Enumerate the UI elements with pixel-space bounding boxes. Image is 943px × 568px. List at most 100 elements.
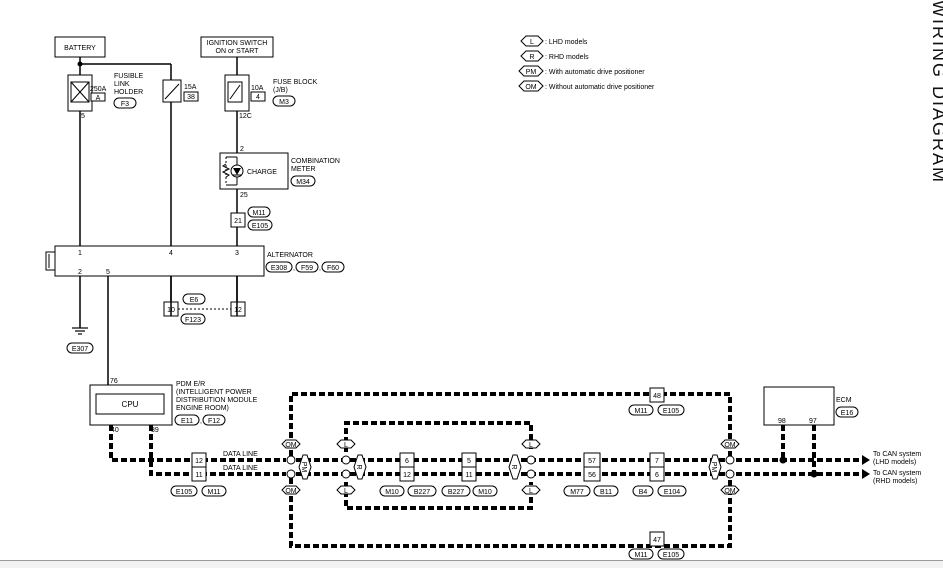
svg-text:DATA LINE: DATA LINE <box>223 451 258 458</box>
legend-lhd: L : LHD models <box>520 35 588 47</box>
can-bus-lines <box>109 392 862 548</box>
svg-text:FUSIBLE: FUSIBLE <box>114 73 144 80</box>
svg-text:DATA LINE: DATA LINE <box>223 465 258 472</box>
ecm: ECM E16 98 97 <box>763 386 859 426</box>
can-labels: To CAN system (LHD models) To CAN system… <box>873 451 921 485</box>
battery-box: BATTERY <box>54 36 106 58</box>
svg-text:(INTELLIGENT POWER: (INTELLIGENT POWER <box>176 389 252 396</box>
svg-text:40: 40 <box>111 427 119 434</box>
svg-text:HOLDER: HOLDER <box>114 89 143 96</box>
svg-text:CPU: CPU <box>122 400 139 409</box>
svg-text:57: 57 <box>588 458 596 465</box>
svg-text:,: , <box>319 265 321 272</box>
fuse-block: 10A 4 FUSE BLOCK (J/B) M3 12C <box>224 74 318 120</box>
svg-text:: With automatic drive positio: : With automatic drive positioner <box>545 69 645 76</box>
svg-text:M11: M11 <box>252 210 265 217</box>
svg-text:ENGINE ROOM): ENGINE ROOM) <box>176 405 229 412</box>
svg-text:PM: PM <box>526 69 537 76</box>
legend-om: OM : Without automatic drive positioner <box>518 80 655 92</box>
svg-text:10A: 10A <box>251 85 264 92</box>
svg-text:ON or START: ON or START <box>216 48 260 55</box>
svg-text:L: L <box>344 488 348 495</box>
svg-text:OM: OM <box>724 442 735 449</box>
connector-e6: 10 12 E6 F123 <box>163 293 246 325</box>
svg-text:PDM E/R: PDM E/R <box>176 381 205 388</box>
svg-text:L: L <box>529 442 533 449</box>
svg-text:48: 48 <box>653 393 661 400</box>
svg-text:CHARGE: CHARGE <box>247 169 277 176</box>
svg-text:25: 25 <box>240 192 248 199</box>
svg-text:2: 2 <box>240 146 244 153</box>
status-strip <box>0 560 943 568</box>
svg-text:E11: E11 <box>181 418 193 425</box>
svg-text:4: 4 <box>256 94 260 101</box>
svg-text:L: L <box>530 39 534 46</box>
svg-text:56: 56 <box>588 472 596 479</box>
svg-text:E6: E6 <box>190 297 199 304</box>
svg-text:(J/B): (J/B) <box>273 87 288 94</box>
svg-text:: RHD models: : RHD models <box>545 54 589 61</box>
svg-text:7: 7 <box>655 458 659 465</box>
svg-text:F59: F59 <box>301 265 313 272</box>
svg-text:4: 4 <box>169 250 173 257</box>
svg-text:3: 3 <box>235 250 239 257</box>
svg-text:M77: M77 <box>570 489 584 496</box>
ground-symbol: E307 <box>66 327 94 354</box>
svg-text:98: 98 <box>778 418 786 425</box>
side-title-text: WIRING DIAGRAM <box>929 0 943 184</box>
svg-text:M10: M10 <box>385 489 399 496</box>
svg-text:12: 12 <box>403 472 411 479</box>
svg-text:(LHD models): (LHD models) <box>873 459 916 466</box>
svg-text:76: 76 <box>110 378 118 385</box>
svg-text:E308: E308 <box>271 265 287 272</box>
page-side-title: WIRING DIAGRAM <box>929 0 943 330</box>
svg-text:R: R <box>529 54 534 61</box>
legend-pm: PM : With automatic drive positioner <box>518 65 645 77</box>
connector-21: 21 M11 E105 <box>230 206 273 231</box>
svg-text:M34: M34 <box>296 179 310 186</box>
legend: L : LHD models R : RHD models PM : With … <box>518 35 655 92</box>
svg-text:(RHD models): (RHD models) <box>873 478 917 485</box>
svg-text:M10: M10 <box>478 489 492 496</box>
svg-text:11: 11 <box>465 472 472 479</box>
switch-markers: PM R R PM <box>298 454 722 480</box>
legend-rhd: R : RHD models <box>520 50 589 62</box>
svg-text:15A: 15A <box>184 84 197 91</box>
svg-text:METER: METER <box>291 166 316 173</box>
svg-text:5: 5 <box>106 269 110 276</box>
svg-text:5: 5 <box>81 113 85 120</box>
svg-text:E105: E105 <box>252 223 268 230</box>
pdm-er: 76 CPU 40 39 PDM E/R (INTELLIGENT POWER … <box>89 378 258 434</box>
svg-text:E16: E16 <box>841 410 854 417</box>
svg-text:12C: 12C <box>239 113 252 120</box>
svg-text:21: 21 <box>234 218 242 225</box>
svg-text:L: L <box>529 488 533 495</box>
svg-text:5: 5 <box>467 458 471 465</box>
svg-text:39: 39 <box>151 427 159 434</box>
combination-meter: 2 CHARGE COMBINATION METER M34 25 <box>219 146 340 199</box>
svg-text:E105: E105 <box>176 489 192 496</box>
svg-text:ALTERNATOR: ALTERNATOR <box>267 252 313 259</box>
svg-text:11: 11 <box>195 472 202 479</box>
svg-text:,: , <box>293 265 295 272</box>
svg-text:97: 97 <box>809 418 817 425</box>
svg-text:ECM: ECM <box>836 397 852 404</box>
svg-text:FUSE BLOCK: FUSE BLOCK <box>273 79 318 86</box>
svg-text:L: L <box>344 442 348 449</box>
svg-text:E105: E105 <box>663 552 679 559</box>
svg-text:M11: M11 <box>634 408 647 415</box>
svg-text:M3: M3 <box>279 99 289 106</box>
svg-text:1: 1 <box>78 250 82 257</box>
svg-text:A: A <box>96 95 101 102</box>
svg-text:E104: E104 <box>664 489 680 496</box>
svg-text:F12: F12 <box>208 418 220 425</box>
svg-text:BATTERY: BATTERY <box>64 45 96 52</box>
svg-text:PM: PM <box>710 462 717 473</box>
svg-text:IGNITION SWITCH: IGNITION SWITCH <box>207 40 268 47</box>
svg-text:6: 6 <box>405 458 409 465</box>
svg-text:B227: B227 <box>448 489 464 496</box>
fuse-15a: 15A 38 <box>162 79 199 103</box>
svg-text:: LHD models: : LHD models <box>545 39 588 46</box>
svg-text:2: 2 <box>78 269 82 276</box>
